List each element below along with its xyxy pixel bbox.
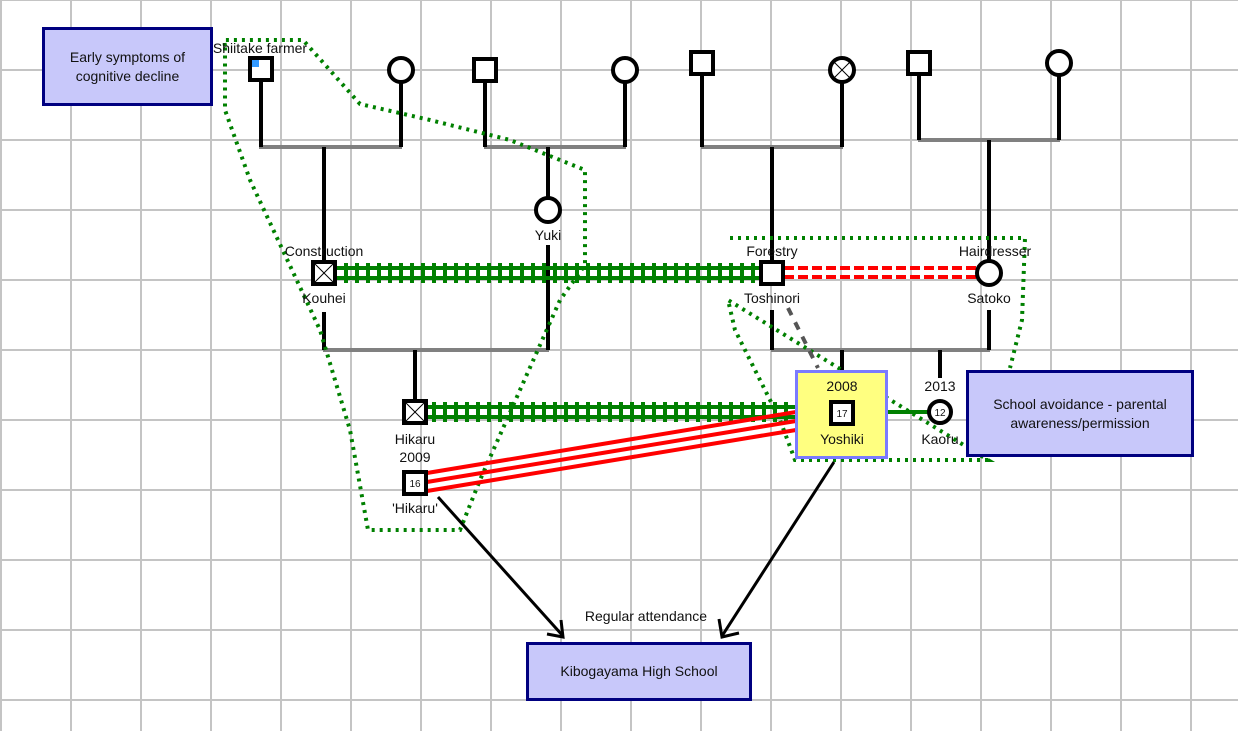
relationship-conflict-hikaru-yoshiki [426,410,797,493]
line [426,410,797,475]
note-line: awareness/permission [1010,414,1150,431]
relationship-distant-toshinori-yoshiki [786,307,820,369]
relationship-conflict-toshinori-satoko [784,266,976,279]
line [426,428,797,493]
note-line: School avoidance - parental [993,395,1167,412]
descent-lines [259,74,1061,400]
note-line: cognitive decline [75,67,180,84]
note-school-avoidance[interactable]: School avoidance - parental awareness/pe… [966,370,1194,457]
note-line: Early symptoms of [69,48,186,65]
arrowhead [546,619,565,639]
relationship-close-kouhei-toshinori [336,263,760,283]
arrow-yoshiki-school [720,461,836,637]
index-person-highlight [795,370,888,459]
school-label: Kibogayama High School [560,663,718,679]
relationship-close-hikaru-yoshiki [427,402,795,422]
marriage-lines [259,138,1060,352]
attendance-arrows [436,461,836,639]
household-boundary-right [724,236,1028,462]
note-cognitive-decline[interactable]: Early symptoms of cognitive decline [42,27,213,106]
node-school[interactable]: Kibogayama High School [526,642,752,701]
line [426,419,797,484]
arrow-hikaru-school [436,495,565,638]
arrowhead [717,618,740,639]
